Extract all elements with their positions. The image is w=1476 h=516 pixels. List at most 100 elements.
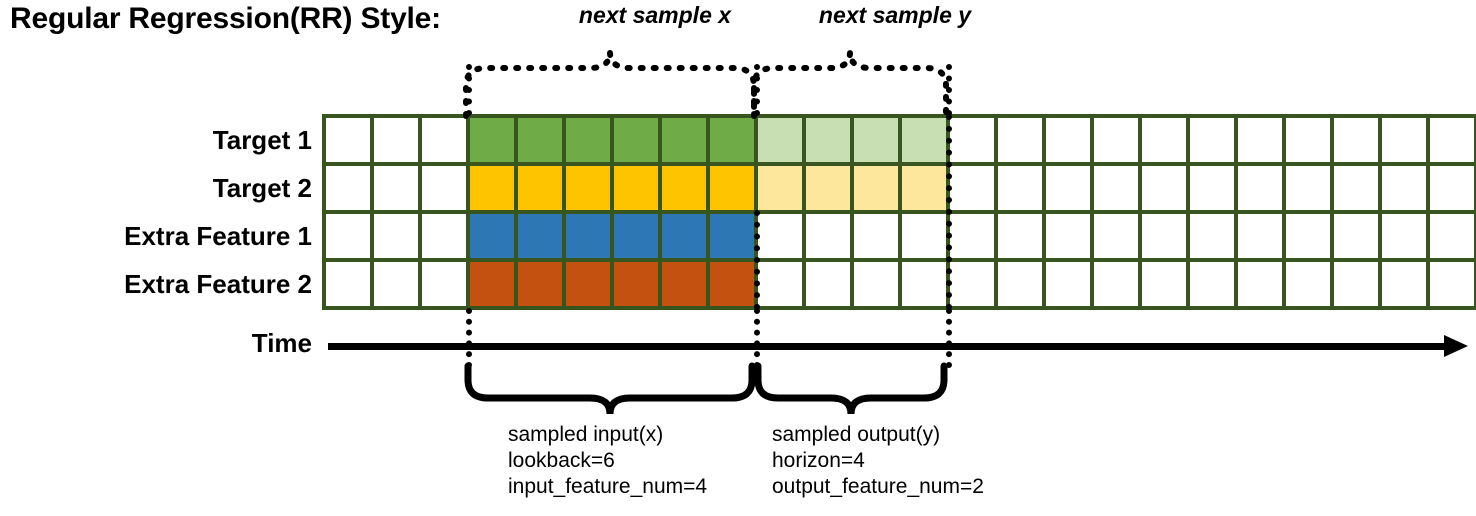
grid-cell	[902, 166, 946, 210]
time-axis-arrowhead	[1444, 335, 1468, 357]
brace-next-sample-y	[751, 51, 949, 119]
grid-cell	[422, 118, 466, 162]
grid-cell	[1094, 166, 1138, 210]
page-title: Regular Regression(RR) Style:	[10, 2, 441, 35]
grid-cell	[1382, 262, 1426, 306]
grid-cell	[470, 118, 514, 162]
grid-cell	[422, 166, 466, 210]
grid-cell	[1238, 262, 1282, 306]
grid-cell	[950, 118, 994, 162]
grid-cell	[854, 118, 898, 162]
guide-output-end-top	[946, 64, 952, 116]
grid-cell	[662, 214, 706, 258]
grid-cell	[1142, 166, 1186, 210]
grid-cell	[326, 214, 370, 258]
grid-cell	[566, 166, 610, 210]
brace-sampled-output	[754, 362, 948, 415]
row-label-target-2: Target 2	[212, 173, 312, 203]
grid-cell	[518, 166, 562, 210]
grid-cell	[614, 118, 658, 162]
caption-sampled-input: sampled input(x) lookback=6 input_featur…	[508, 422, 707, 500]
grid-cell	[374, 118, 418, 162]
grid-cell	[1094, 118, 1138, 162]
grid-cell	[1094, 262, 1138, 306]
grid-cell	[1286, 214, 1330, 258]
grid-cell	[1286, 262, 1330, 306]
grid-cell	[1142, 262, 1186, 306]
caption-sampled-input-line2: lookback=6	[508, 449, 615, 472]
time-axis-arrow	[328, 335, 1468, 357]
grid-cell	[518, 118, 562, 162]
grid-cell	[1142, 214, 1186, 258]
grid-cell	[1238, 118, 1282, 162]
grid-cell	[614, 214, 658, 258]
grid-cell	[854, 262, 898, 306]
guide-input-end-bot	[754, 308, 760, 368]
grid-cell	[1190, 262, 1234, 306]
caption-next-sample-y: next sample y	[818, 2, 972, 28]
guide-input-start-bot	[466, 308, 472, 368]
grid-cell	[1190, 214, 1234, 258]
grid-cell	[566, 214, 610, 258]
grid-cell	[1430, 262, 1474, 306]
grid-cell	[758, 166, 802, 210]
grid-cell	[854, 214, 898, 258]
caption-sampled-output-line3: output_feature_num=2	[772, 475, 984, 498]
grid-cell	[662, 166, 706, 210]
grid-cell	[998, 214, 1042, 258]
grid-cell	[806, 118, 850, 162]
grid-cell	[1190, 166, 1234, 210]
grid-cell	[854, 166, 898, 210]
guide-output-end-grid	[946, 114, 952, 310]
caption-sampled-input-line3: input_feature_num=4	[508, 475, 708, 498]
grid-cell	[374, 166, 418, 210]
grid-cell	[710, 214, 754, 258]
grid-cell	[998, 118, 1042, 162]
grid-cell	[998, 262, 1042, 306]
grid-cell	[1142, 118, 1186, 162]
grid-cell	[662, 118, 706, 162]
grid-cell	[710, 262, 754, 306]
grid-cell	[1382, 166, 1426, 210]
time-axis-label: Time	[251, 328, 312, 358]
grid-cell	[614, 166, 658, 210]
grid-cell	[422, 262, 466, 306]
grid-cell	[1286, 166, 1330, 210]
grid-cell	[1046, 214, 1090, 258]
grid-cell	[518, 214, 562, 258]
time-axis-shaft	[328, 343, 1448, 350]
grid-cell	[422, 214, 466, 258]
grid-cell	[470, 214, 514, 258]
grid-cell	[374, 214, 418, 258]
grid-cell	[758, 214, 802, 258]
grid-cell	[1334, 166, 1378, 210]
caption-sampled-output-line1: sampled output(y)	[772, 423, 941, 446]
grid-cell	[1334, 118, 1378, 162]
grid-cell	[902, 118, 946, 162]
grid-cell	[326, 118, 370, 162]
grid-cell	[518, 262, 562, 306]
grid-cell	[950, 262, 994, 306]
grid-cell	[710, 118, 754, 162]
grid-cell	[1430, 118, 1474, 162]
grid-cell	[710, 166, 754, 210]
grid-cell	[902, 214, 946, 258]
grid-cell	[662, 262, 706, 306]
grid-cell	[902, 262, 946, 306]
caption-next-sample-x: next sample x	[578, 2, 732, 28]
grid-cell	[1046, 262, 1090, 306]
row-label-target-1: Target 1	[212, 125, 312, 155]
grid-cell	[1046, 166, 1090, 210]
row-label-group: Target 1 Target 2 Extra Feature 1 Extra …	[10, 114, 312, 308]
caption-sampled-input-line1: sampled input(x)	[508, 423, 664, 446]
brace-next-sample-x	[463, 51, 757, 119]
grid-cell	[566, 262, 610, 306]
grid-cell	[1430, 166, 1474, 210]
grid-cell	[1238, 166, 1282, 210]
grid-cell	[950, 214, 994, 258]
grid-cell	[1382, 214, 1426, 258]
grid-cell	[326, 166, 370, 210]
grid-cell	[806, 166, 850, 210]
grid-cell	[374, 262, 418, 306]
